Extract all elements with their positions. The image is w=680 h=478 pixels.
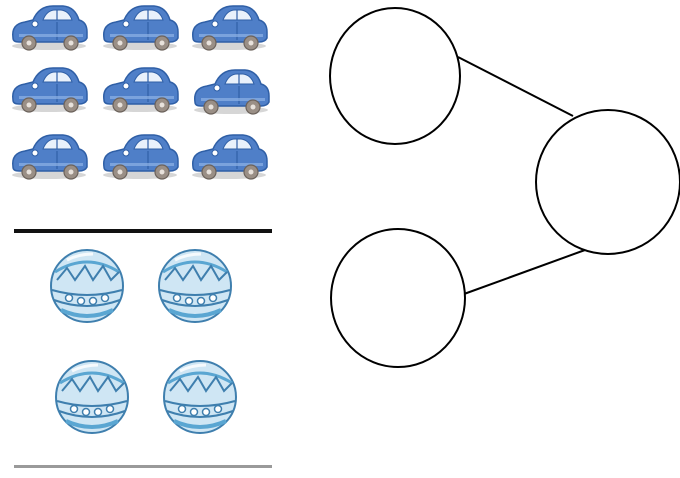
whole-circle[interactable] bbox=[535, 109, 680, 255]
balls-group bbox=[49, 248, 238, 435]
toy-car-icon bbox=[102, 67, 179, 113]
toy-car-icon bbox=[11, 5, 88, 51]
toy-car-icon bbox=[11, 134, 88, 180]
toy-car-icon bbox=[191, 134, 268, 180]
toy-car-icon bbox=[102, 134, 179, 180]
striped-ball-icon bbox=[162, 359, 238, 435]
part-circle-top[interactable] bbox=[329, 7, 461, 145]
divider-bottom bbox=[14, 465, 272, 468]
bond-connector-bottom bbox=[463, 249, 586, 295]
number-bond bbox=[329, 7, 680, 368]
striped-ball-icon bbox=[54, 359, 130, 435]
toy-car-icon bbox=[193, 69, 270, 115]
toy-car-icon bbox=[102, 5, 179, 51]
cars-group bbox=[11, 5, 270, 180]
bond-connector-top bbox=[457, 56, 574, 117]
part-circle-bottom[interactable] bbox=[330, 228, 466, 368]
striped-ball-icon bbox=[157, 248, 233, 324]
divider-top bbox=[14, 229, 272, 233]
striped-ball-icon bbox=[49, 248, 125, 324]
toy-car-icon bbox=[191, 5, 268, 51]
toy-car-icon bbox=[11, 67, 88, 113]
